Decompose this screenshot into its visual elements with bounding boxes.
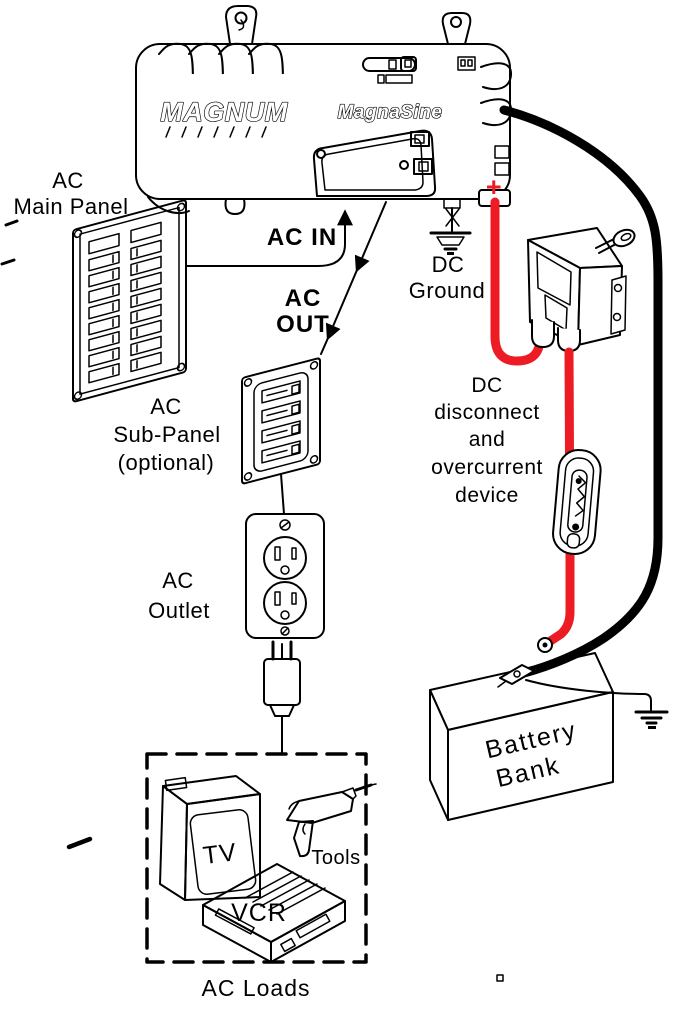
inverter-series-logo: MagnaSine [338, 102, 443, 123]
inverter-foot [224, 198, 246, 215]
dc-disconnect-label: DC [471, 374, 502, 397]
inverter-brand-logo: MAGNUM [160, 97, 287, 127]
led-indicator-icon [362, 56, 417, 84]
blank-label-plate [185, 74, 285, 98]
logo-hatch-icon [165, 126, 267, 138]
vcr-label: VCR [231, 899, 287, 927]
inverter-body [135, 43, 511, 200]
battery-side [429, 689, 449, 821]
disconnect-terminal [531, 319, 555, 348]
cable-clamps-icon [480, 62, 513, 176]
tv-icon: TV [159, 775, 261, 901]
ac-sub-panel: AC Sub-Panel (optional) [113, 357, 321, 515]
disconnect-handle-icon [595, 228, 636, 254]
battery-bank: Battery Bank [429, 652, 614, 821]
dc-disconnect-label: disconnect [434, 401, 539, 424]
ac-out-label: OUT [276, 311, 330, 338]
dc-port-icon [457, 56, 476, 71]
sub-panel-drawing [241, 357, 321, 485]
ac-loads: AC Loads TV Tools [145, 752, 377, 1001]
vcr-icon: VCR [202, 863, 346, 963]
stray-marks [0, 219, 504, 982]
inverter: MAGNUM MagnaSine [135, 5, 513, 215]
ac-in: AC IN [185, 209, 353, 267]
ac-main-panel-label: AC [52, 168, 84, 193]
ac-wires-icon [158, 42, 284, 89]
ac-sub-panel-label: AC [150, 394, 182, 419]
outlet-drawing [245, 513, 325, 639]
dc-ground: DC Ground [409, 198, 485, 303]
positive-terminal-label: + [486, 172, 502, 202]
ground-symbol-icon [429, 231, 472, 255]
positive-battery-cable [544, 347, 575, 647]
tools-label: Tools [311, 847, 360, 869]
wiring-compartment [312, 129, 437, 197]
ac-main-panel: AC Main Panel [13, 168, 187, 403]
fuse-holder-icon [552, 449, 602, 555]
ground-symbol-icon [634, 710, 669, 729]
ac-out-wire [320, 201, 387, 355]
ac-outlet-label: AC [162, 568, 194, 593]
mounting-bracket-icon [441, 12, 472, 45]
ac-loads-box [145, 752, 368, 964]
breaker-panel-drawing [72, 199, 187, 403]
ac-out-label: AC [285, 285, 322, 312]
dc-ground-label: Ground [409, 278, 485, 303]
ac-sub-panel-label: (optional) [118, 450, 215, 475]
dc-disconnect: DC disconnect and overcurrent device [431, 227, 636, 507]
dc-disconnect-label: device [455, 484, 519, 507]
dc-disconnect-label: and [469, 428, 506, 451]
sub-panel-to-outlet-wire [280, 473, 285, 515]
ac-outlet-label: Outlet [148, 598, 210, 623]
ac-outlet: AC Outlet [148, 513, 325, 755]
dc-ground-label: DC [432, 252, 465, 277]
mounting-bracket-icon [225, 5, 258, 45]
ac-out: AC OUT [276, 201, 387, 355]
negative-clamp-icon [499, 664, 535, 685]
ac-loads-label: AC Loads [201, 975, 310, 1001]
battery-terminals [497, 637, 669, 729]
tv-label: TV [201, 838, 238, 870]
drill-icon [286, 783, 377, 858]
ac-main-panel-label: Main Panel [13, 194, 128, 219]
battery-ground-wire [525, 679, 652, 711]
ac-sub-panel-label: Sub-Panel [113, 422, 220, 447]
plug-icon [263, 640, 301, 755]
dc-disconnect-label: overcurrent [431, 456, 543, 479]
ac-in-label: AC IN [267, 224, 337, 251]
negative-battery-cable [499, 105, 663, 678]
